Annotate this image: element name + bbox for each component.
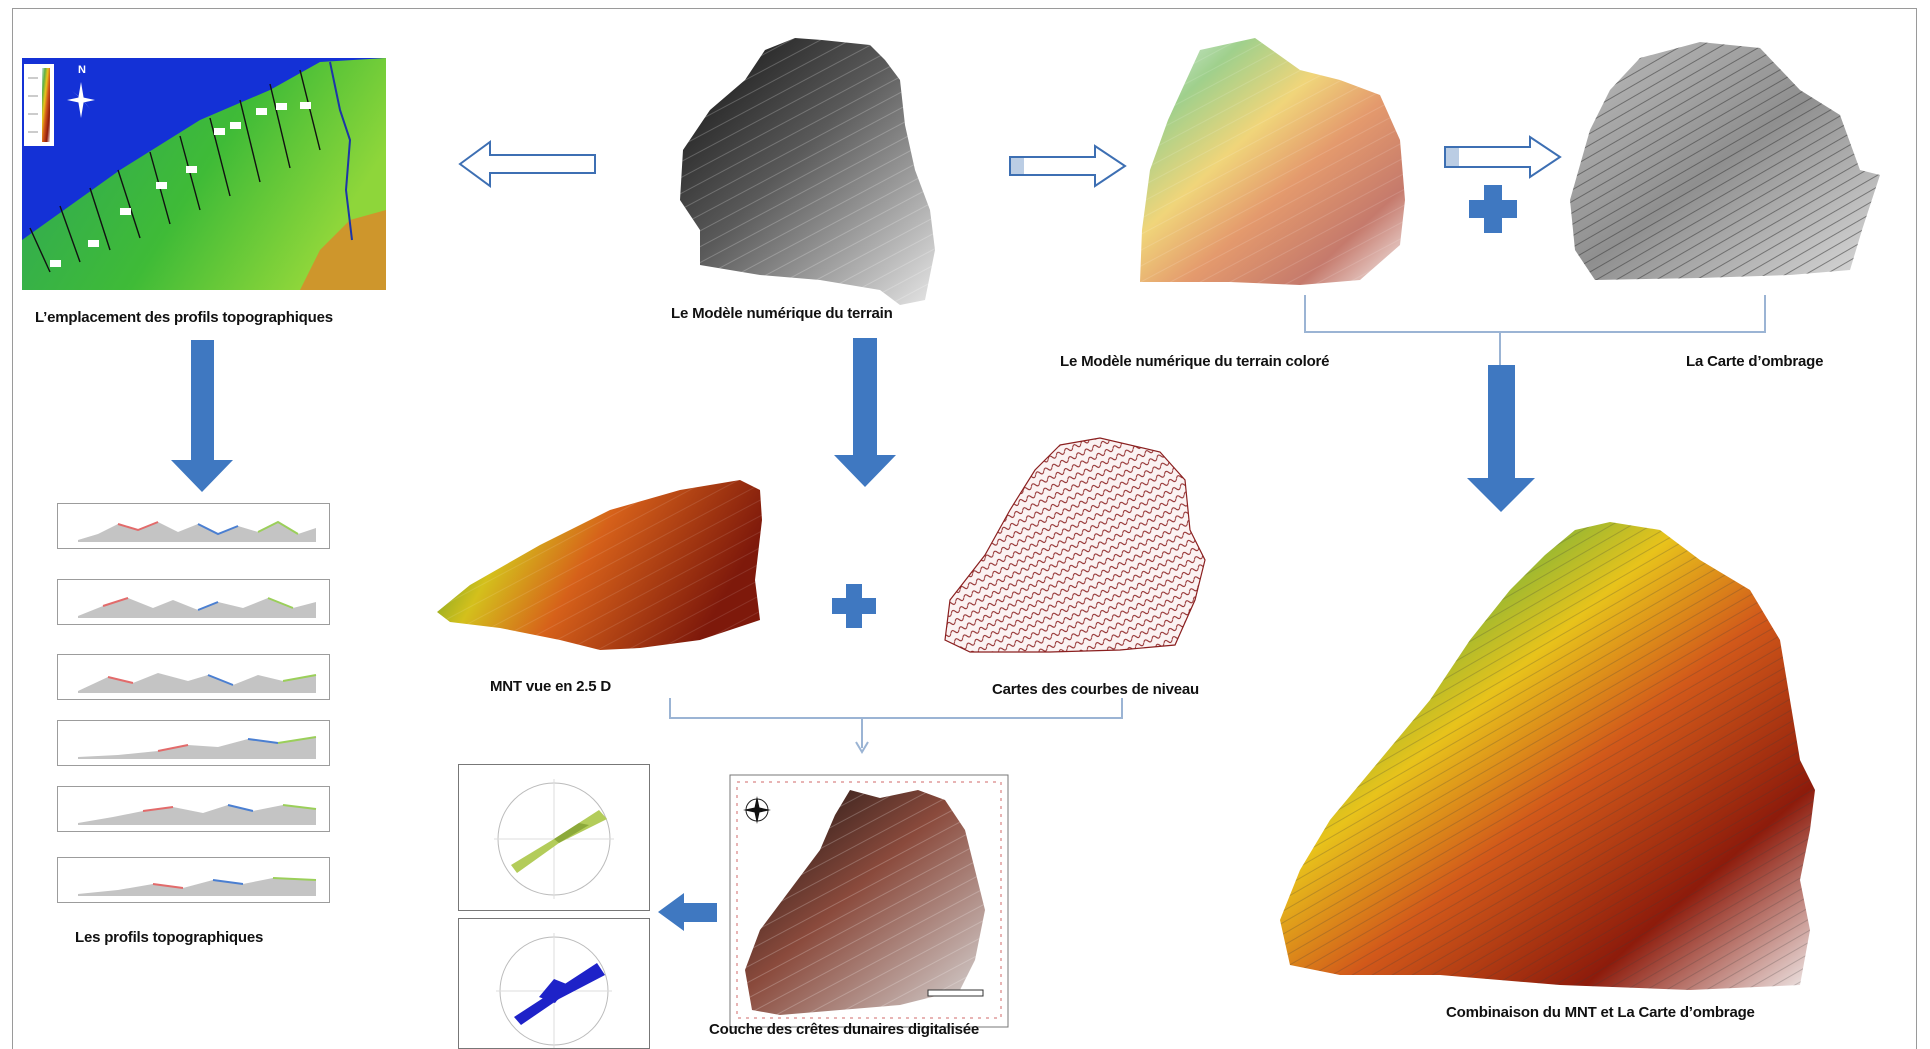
contour-map-image <box>944 437 1206 653</box>
compass-rose-icon <box>743 796 771 824</box>
topographic-profile-4 <box>57 720 330 766</box>
block-arrow-down-icon <box>1467 365 1535 512</box>
topographic-profile-3 <box>57 654 330 700</box>
label-dem: Le Modèle numérique du terrain <box>671 305 893 322</box>
plus-icon <box>1469 185 1517 233</box>
north-arrow-icon <box>67 82 95 118</box>
label-colored-dem: Le Modèle numérique du terrain coloré <box>1060 353 1330 370</box>
block-arrow-down-icon <box>834 338 896 487</box>
bracket-connector <box>1304 295 1766 365</box>
colored-dem-image <box>1140 38 1405 285</box>
topographic-profile-1 <box>57 503 330 549</box>
label-dem-2-5d: MNT vue en 2.5 D <box>490 678 611 695</box>
topographic-profile-6 <box>57 857 330 903</box>
label-contours: Cartes des courbes de niveau <box>992 681 1199 698</box>
hollow-arrow-left-icon <box>458 140 596 188</box>
block-arrow-left-icon <box>658 893 717 931</box>
topographic-profile-5 <box>57 786 330 832</box>
rose-diagram-blue <box>458 918 650 1049</box>
block-arrow-down-icon <box>171 340 233 492</box>
hillshade-image <box>1570 42 1880 280</box>
dem-2-5d-image <box>437 480 762 650</box>
north-label: N <box>78 64 86 76</box>
bracket-connector <box>669 698 1123 748</box>
topographic-profile-2 <box>57 579 330 625</box>
dune-crests-map <box>729 774 1009 1028</box>
label-dune-crests: Couche des crêtes dunaires digitalisée <box>709 1021 980 1038</box>
figure-frame <box>12 8 1917 1049</box>
rose-diagram-green <box>458 764 650 911</box>
profiles-location-map <box>22 58 386 290</box>
dem-grayscale-image <box>680 38 935 305</box>
plus-icon <box>832 584 876 628</box>
combined-dem-hillshade-image <box>1280 522 1815 990</box>
hollow-arrow-right-icon <box>1444 135 1562 179</box>
label-profiles-location: L’emplacement des profils topographiques <box>35 309 333 326</box>
label-hillshade: La Carte d’ombrage <box>1686 353 1824 370</box>
label-topographic-profiles: Les profils topographiques <box>75 929 264 946</box>
hollow-arrow-right-icon <box>1009 144 1127 188</box>
label-combination: Combinaison du MNT et La Carte d’ombrage <box>1446 1004 1755 1021</box>
